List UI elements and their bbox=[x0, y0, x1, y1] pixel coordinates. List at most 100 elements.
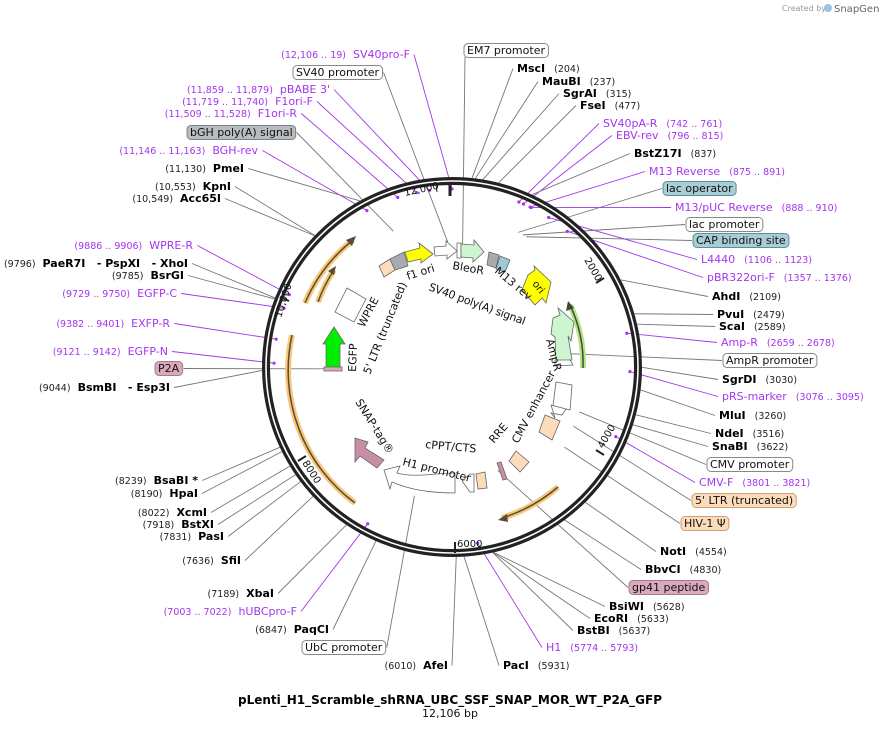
primer-text: (9886 .. 9906)WPRE-R bbox=[74, 239, 193, 252]
enzyme-label-bstbi[interactable]: BstBI(5637) bbox=[577, 624, 650, 637]
enzyme-label-ndei[interactable]: NdeI(3516) bbox=[715, 427, 784, 440]
enzyme-label-fsei[interactable]: FseI(477) bbox=[580, 99, 640, 112]
feature-label-gp41-peptide[interactable]: gp41 peptide bbox=[628, 580, 710, 595]
primer-label-wpre-r[interactable]: (9886 .. 9906)WPRE-R bbox=[74, 239, 193, 252]
egfp-arrow bbox=[322, 326, 346, 371]
primer-label-l4440[interactable]: L4440(1106 .. 1123) bbox=[701, 253, 812, 266]
primer-label-ebv-rev[interactable]: EBV-rev(796 .. 815) bbox=[616, 129, 723, 142]
enzyme-label-scai[interactable]: ScaI(2589) bbox=[719, 320, 786, 333]
primer-text: (11,509 .. 11,528)F1ori-R bbox=[165, 107, 298, 120]
enzyme-label-afei[interactable]: (6010)AfeI bbox=[385, 659, 448, 672]
enzyme-position: (5633) bbox=[637, 614, 669, 625]
primer-text: (11,859 .. 11,879)pBABE 3' bbox=[187, 83, 330, 96]
enzyme-label-mlui[interactable]: MluI(3260) bbox=[719, 409, 786, 422]
primer-label-f1ori-r[interactable]: (11,509 .. 11,528)F1ori-R bbox=[165, 107, 298, 120]
enzyme-label-acc65i[interactable]: (10,549)Acc65I bbox=[132, 192, 221, 205]
enzyme-label-sfii[interactable]: (7636)SfiI bbox=[182, 554, 241, 567]
enzyme-label-bsiwi[interactable]: BsiWI(5628) bbox=[609, 600, 685, 613]
primer-label-bgh-rev[interactable]: (11,146 .. 11,163)BGH-rev bbox=[119, 144, 258, 157]
primer-label-m13-reverse[interactable]: M13 Reverse(875 .. 891) bbox=[649, 165, 785, 178]
enzyme-label-sgrai[interactable]: SgrAI(315) bbox=[563, 87, 631, 100]
enzyme-label-pvui[interactable]: PvuI(2479) bbox=[717, 308, 785, 321]
enzyme-label-pmei[interactable]: (11,130)PmeI bbox=[165, 162, 244, 175]
enzyme-label-paci[interactable]: PacI(5931) bbox=[503, 659, 569, 672]
feature-label-cap-binding-site[interactable]: CAP binding site bbox=[692, 233, 790, 248]
enzyme-label-msci[interactable]: MscI(204) bbox=[517, 62, 580, 75]
feature-name: HIV-1 Ψ bbox=[684, 517, 726, 530]
leader-line bbox=[637, 323, 716, 327]
created-by-text: Created by bbox=[782, 4, 826, 13]
primer-site-mark bbox=[414, 190, 419, 195]
map-labels: EM7 promoterMscI(204)MauBI(237)SgrAI(315… bbox=[4, 43, 864, 672]
primer-label-sv40pro-f[interactable]: (12,106 .. 19)SV40pro-F bbox=[281, 48, 410, 61]
enzyme-label-bsabi[interactable]: (8239)BsaBI * bbox=[115, 474, 198, 487]
feature-label-cmv-promoter[interactable]: CMV promoter bbox=[706, 457, 794, 472]
primer-text: L4440(1106 .. 1123) bbox=[701, 253, 812, 266]
enzyme-label-bsrgi[interactable]: (9785)BsrGI bbox=[112, 269, 184, 282]
enzyme-label-sgrdi[interactable]: SgrDI(3030) bbox=[722, 373, 797, 386]
enzyme-text: (10,549)Acc65I bbox=[132, 192, 221, 205]
leader-line bbox=[174, 323, 277, 340]
enzyme-position: (9044) bbox=[39, 383, 71, 394]
feature-label-lac-promoter[interactable]: lac promoter bbox=[685, 217, 764, 232]
enzyme-label-paer7i-pspxi-xhoi[interactable]: (9796)PaeR7I - PspXI - XhoI bbox=[4, 257, 188, 270]
enzyme-label-maubi[interactable]: MauBI(237) bbox=[542, 75, 615, 88]
enzyme-label-xbai[interactable]: (7189)XbaI bbox=[208, 587, 274, 600]
enzyme-label-bsmbi-esp3i[interactable]: (9044)BsmBI - Esp3I bbox=[39, 381, 170, 394]
primer-text: M13/pUC Reverse(888 .. 910) bbox=[675, 201, 837, 214]
feature-label-hiv-1[interactable]: HIV-1 Ψ bbox=[680, 516, 730, 531]
enzyme-name: MauBI bbox=[542, 75, 581, 88]
primer-label-h1[interactable]: H1(5774 .. 5793) bbox=[546, 641, 638, 654]
enzyme-label-snabi[interactable]: SnaBI(3622) bbox=[712, 440, 788, 453]
primer-position: (796 .. 815) bbox=[668, 131, 724, 142]
primer-label-sv40pa-r[interactable]: SV40pA-R(742 .. 761) bbox=[603, 117, 722, 130]
leader-line bbox=[477, 542, 543, 648]
feature-label-ampr-promoter[interactable]: AmpR promoter bbox=[722, 353, 818, 368]
enzyme-label-noti[interactable]: NotI(4554) bbox=[660, 545, 727, 558]
feature-label-ubc-promoter[interactable]: UbC promoter bbox=[301, 640, 387, 655]
primer-label-egfp-n[interactable]: (9121 .. 9142)EGFP-N bbox=[53, 345, 168, 358]
primer-label-pbabe-3[interactable]: (11,859 .. 11,879)pBABE 3' bbox=[187, 83, 330, 96]
enzyme-position: (7636) bbox=[182, 556, 214, 567]
primer-label-hubcpro-f[interactable]: (7003 .. 7022)hUBCpro-F bbox=[164, 605, 297, 618]
feature-label-em7-promoter[interactable]: EM7 promoter bbox=[463, 43, 549, 58]
enzyme-text: MscI(204) bbox=[517, 62, 580, 75]
primer-label-pbr322ori-f[interactable]: pBR322ori-F(1357 .. 1376) bbox=[707, 271, 852, 284]
enzyme-label-xcmi[interactable]: (8022)XcmI bbox=[138, 506, 207, 519]
enzyme-label-bstz17i[interactable]: BstZ17I(837) bbox=[634, 147, 716, 160]
enzyme-label-hpai[interactable]: (8190)HpaI bbox=[131, 487, 198, 500]
enzyme-label-paqci[interactable]: (6847)PaqCI bbox=[255, 623, 329, 636]
feature-box bbox=[680, 516, 730, 531]
primer-label-prs-marker[interactable]: pRS-marker(3076 .. 3095) bbox=[722, 390, 864, 403]
feature-label-p2a[interactable]: P2A bbox=[154, 361, 184, 376]
enzyme-label-ahdi[interactable]: AhdI(2109) bbox=[712, 290, 781, 303]
em7-feature bbox=[456, 242, 462, 259]
p2a-feature bbox=[323, 366, 343, 372]
primer-label-egfp-c[interactable]: (9729 .. 9750)EGFP-C bbox=[62, 287, 177, 300]
enzyme-name: AhdI bbox=[712, 290, 740, 303]
primer-label-f1ori-f[interactable]: (11,719 .. 11,740)F1ori-F bbox=[182, 95, 313, 108]
enzyme-position: (837) bbox=[691, 149, 717, 160]
enzyme-label-pasi[interactable]: (7831)PasI bbox=[160, 530, 224, 543]
enzyme-label-bstxi[interactable]: (7918)BstXI bbox=[143, 518, 214, 531]
primer-label-m13-puc-reverse[interactable]: M13/pUC Reverse(888 .. 910) bbox=[675, 201, 837, 214]
primer-label-cmv-f[interactable]: CMV-F(3801 .. 3821) bbox=[699, 476, 810, 489]
enzyme-text: BstZ17I(837) bbox=[634, 147, 716, 160]
primer-site-mark bbox=[529, 205, 533, 210]
primer-site-mark bbox=[565, 229, 569, 233]
feature-box bbox=[292, 65, 384, 80]
enzyme-text: NotI(4554) bbox=[660, 545, 727, 558]
primer-label-amp-r[interactable]: Amp-R(2659 .. 2678) bbox=[721, 336, 835, 349]
feature-name: UbC promoter bbox=[305, 641, 383, 654]
enzyme-label-bbvci[interactable]: BbvCI(4830) bbox=[645, 563, 721, 576]
cppt-feature bbox=[475, 471, 488, 490]
feature-label-lac-operator[interactable]: lac operator bbox=[662, 181, 737, 196]
enzyme-label-kpni[interactable]: (10,553)KpnI bbox=[155, 180, 231, 193]
feature-label-sv40-promoter[interactable]: SV40 promoter bbox=[292, 65, 384, 80]
enzyme-text: SnaBI(3622) bbox=[712, 440, 788, 453]
primer-label-exfp-r[interactable]: (9382 .. 9401)EXFP-R bbox=[56, 317, 170, 330]
primer-site-mark bbox=[517, 200, 521, 204]
feature-label-5-ltr-truncated[interactable]: 5' LTR (truncated) bbox=[691, 493, 797, 508]
feature-label-bgh-poly-a-signal[interactable]: bGH poly(A) signal bbox=[186, 125, 297, 140]
enzyme-label-ecori[interactable]: EcoRI(5633) bbox=[594, 612, 669, 625]
